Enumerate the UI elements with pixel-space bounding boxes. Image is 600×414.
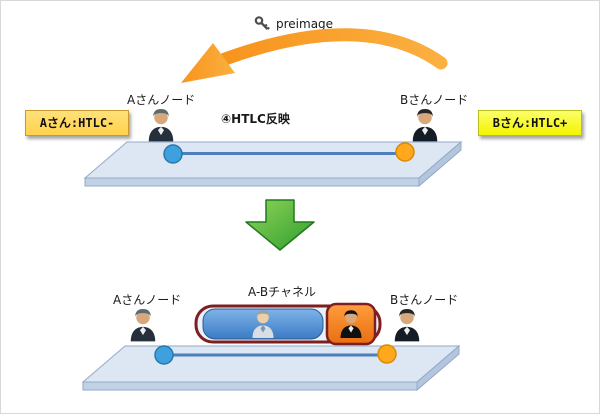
ab-channel-label: A-Bチャネル: [248, 285, 316, 299]
ab-channel-box: [194, 302, 382, 346]
htlc-step-label: ④HTLC反映: [221, 112, 290, 126]
bottom-platform: [81, 344, 461, 392]
channel-person-b-icon: [340, 310, 362, 338]
a-htlc-minus-label: Aさん:HTLC-: [39, 116, 115, 130]
key-icon: [254, 16, 270, 30]
preimage-group: preimage: [253, 15, 333, 33]
node-dot-a: [163, 144, 183, 164]
bottom-a-node-label: Aさんノード: [113, 293, 182, 307]
bottom-b-node-label: Bさんノード: [390, 293, 459, 307]
person-b-icon: [394, 308, 420, 342]
a-htlc-minus-box: Aさん:HTLC-: [25, 110, 129, 136]
b-htlc-plus-box: Bさん:HTLC+: [478, 110, 582, 136]
node-dot-a: [154, 345, 174, 365]
node-dot-b: [395, 142, 415, 162]
top-b-node-label: Bさんノード: [400, 93, 469, 107]
person-b-icon: [412, 108, 438, 142]
person-a-icon: [130, 308, 156, 342]
channel-person-a-icon: [252, 310, 274, 338]
top-a-node-label: Aさんノード: [127, 93, 196, 107]
curved-arrow-icon: [181, 28, 448, 83]
top-platform: [83, 140, 463, 188]
channel-orange-balance: [325, 302, 377, 346]
person-a-icon: [148, 108, 174, 142]
preimage-label: preimage: [276, 17, 334, 31]
channel-blue-balance: [202, 308, 324, 340]
node-dot-b: [377, 344, 397, 364]
b-htlc-plus-label: Bさん:HTLC+: [492, 116, 568, 130]
down-arrow-icon: [245, 199, 315, 251]
